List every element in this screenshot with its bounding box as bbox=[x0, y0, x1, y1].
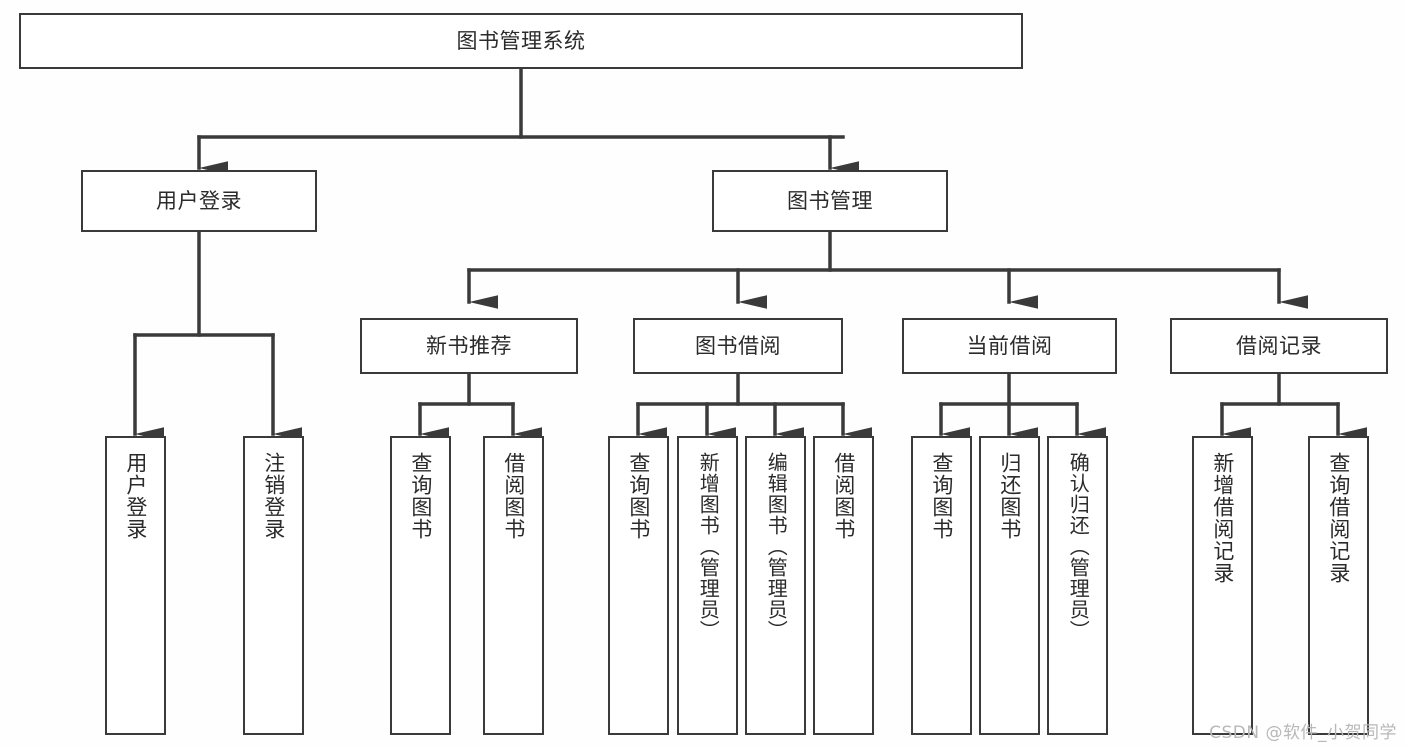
leaf-new-book-query[interactable]: 查询图书 bbox=[390, 436, 451, 735]
leaf-record-query[interactable]: 查询借阅记录 bbox=[1308, 436, 1369, 735]
leaf-borrow-add-book-label: 新增图书（管理员） bbox=[696, 452, 721, 641]
node-current-borrow[interactable]: 当前借阅 bbox=[902, 318, 1117, 374]
leaf-current-query-book-label: 查询图书 bbox=[929, 452, 954, 540]
leaf-borrow-borrow-book[interactable]: 借阅图书 bbox=[813, 436, 874, 735]
node-user-login[interactable]: 用户登录 bbox=[81, 170, 317, 232]
node-book-borrow[interactable]: 图书借阅 bbox=[633, 318, 843, 374]
leaf-borrow-query-book[interactable]: 查询图书 bbox=[608, 436, 669, 735]
leaf-new-book-query-label: 查询图书 bbox=[408, 452, 433, 540]
leaf-user-login-signout-label: 注销登录 bbox=[261, 452, 286, 540]
node-root-label: 图书管理系统 bbox=[456, 28, 586, 53]
node-borrow-record-label: 借阅记录 bbox=[1236, 333, 1322, 358]
leaf-new-book-borrow-label: 借阅图书 bbox=[501, 452, 526, 540]
leaf-record-add-label: 新增借阅记录 bbox=[1210, 452, 1235, 584]
node-user-login-label: 用户登录 bbox=[156, 188, 242, 213]
node-new-book-recommend-label: 新书推荐 bbox=[426, 333, 512, 358]
leaf-user-login-signin-label: 用户登录 bbox=[123, 452, 148, 540]
node-root[interactable]: 图书管理系统 bbox=[19, 13, 1023, 69]
csdn-watermark: CSDN @软件_小贺同学 bbox=[1209, 723, 1397, 743]
leaf-record-add[interactable]: 新增借阅记录 bbox=[1192, 436, 1253, 735]
leaf-borrow-edit-book-label: 编辑图书（管理员） bbox=[764, 452, 789, 641]
leaf-current-return-book[interactable]: 归还图书 bbox=[979, 436, 1040, 735]
leaf-borrow-borrow-book-label: 借阅图书 bbox=[831, 452, 856, 540]
node-new-book-recommend[interactable]: 新书推荐 bbox=[360, 318, 578, 374]
leaf-borrow-add-book[interactable]: 新增图书（管理员） bbox=[677, 436, 738, 735]
leaf-user-login-signin[interactable]: 用户登录 bbox=[105, 436, 166, 735]
node-current-borrow-label: 当前借阅 bbox=[966, 333, 1053, 358]
leaf-borrow-query-book-label: 查询图书 bbox=[626, 452, 651, 540]
leaf-current-confirm-return[interactable]: 确认归还（管理员） bbox=[1047, 436, 1108, 735]
leaf-user-login-signout[interactable]: 注销登录 bbox=[243, 436, 304, 735]
leaf-borrow-edit-book[interactable]: 编辑图书（管理员） bbox=[745, 436, 806, 735]
node-book-management-label: 图书管理 bbox=[787, 188, 873, 213]
leaf-current-confirm-return-label: 确认归还（管理员） bbox=[1066, 452, 1091, 641]
leaf-current-query-book[interactable]: 查询图书 bbox=[911, 436, 972, 735]
node-book-management[interactable]: 图书管理 bbox=[712, 170, 948, 232]
leaf-new-book-borrow[interactable]: 借阅图书 bbox=[483, 436, 544, 735]
node-borrow-record[interactable]: 借阅记录 bbox=[1170, 318, 1388, 374]
node-book-borrow-label: 图书借阅 bbox=[695, 333, 781, 358]
leaf-record-query-label: 查询借阅记录 bbox=[1326, 452, 1351, 584]
leaf-current-return-book-label: 归还图书 bbox=[997, 452, 1022, 540]
